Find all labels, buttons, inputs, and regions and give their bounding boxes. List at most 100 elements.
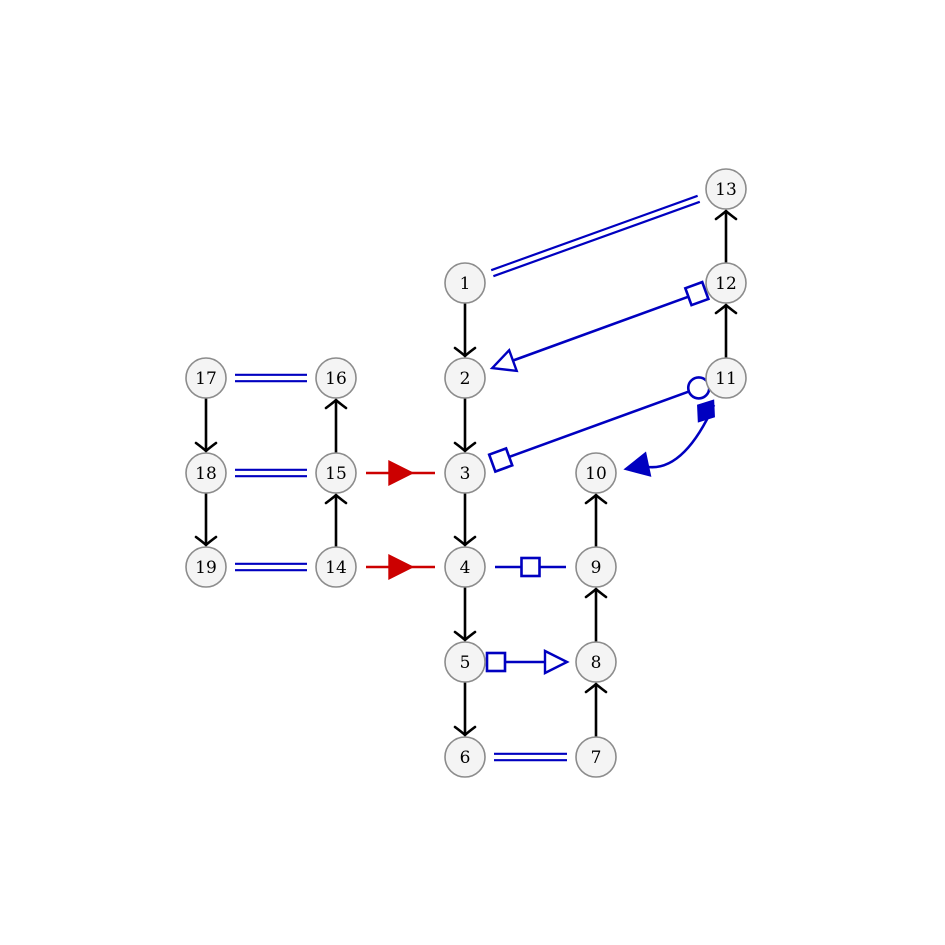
- node-1: 1: [444, 262, 486, 304]
- filled-diamond-tail: [697, 399, 715, 423]
- edge-15-16: [324, 398, 348, 453]
- filled-triangle-head: [623, 451, 652, 477]
- edge-11-3: [487, 376, 711, 474]
- edge-12-13: [714, 209, 738, 263]
- edge-8-9: [584, 587, 608, 642]
- square-head: [487, 446, 514, 474]
- node-label: 13: [715, 180, 737, 200]
- edges-layer: [194, 194, 738, 762]
- node-2: 2: [444, 357, 486, 399]
- node-circle: [185, 452, 227, 494]
- node-label: 8: [591, 653, 602, 673]
- node-label: 14: [325, 558, 347, 578]
- arrowhead-chevron: [324, 398, 348, 410]
- edge-5-6: [453, 682, 477, 737]
- node-11: 11: [705, 357, 747, 399]
- node-label: 4: [460, 558, 471, 578]
- node-label: 12: [715, 274, 737, 294]
- node-12: 12: [705, 262, 747, 304]
- node-circle: [444, 452, 486, 494]
- node-label: 7: [591, 748, 602, 768]
- arrowhead-chevron: [714, 209, 738, 221]
- node-circle: [705, 168, 747, 210]
- node-circle: [705, 262, 747, 304]
- node-15: 15: [315, 452, 357, 494]
- edge-12-2: [489, 280, 711, 373]
- node-label: 11: [715, 369, 737, 389]
- node-circle: [575, 546, 617, 588]
- node-19: 19: [185, 546, 227, 588]
- node-circle: [444, 357, 486, 399]
- node-label: 15: [325, 464, 347, 484]
- node-circle: [444, 262, 486, 304]
- node-circle: [705, 357, 747, 399]
- double-line-stroke: [490, 194, 699, 272]
- node-10: 10: [575, 452, 617, 494]
- edge-18-19: [194, 493, 218, 547]
- node-9: 9: [575, 546, 617, 588]
- node-label: 16: [325, 369, 347, 389]
- node-label: 6: [460, 748, 471, 768]
- edge-9-10: [584, 493, 608, 547]
- node-7: 7: [575, 736, 617, 778]
- edge-15-3: [366, 460, 435, 486]
- node-label: 2: [460, 369, 471, 389]
- red-filled-triangle-head: [388, 460, 415, 486]
- arrowhead-chevron: [584, 682, 608, 694]
- node-4: 4: [444, 546, 486, 588]
- node-label: 9: [591, 558, 602, 578]
- node-circle: [575, 452, 617, 494]
- arrowhead-chevron: [584, 587, 608, 599]
- edge-18-15: [235, 468, 307, 478]
- arrowhead-chevron: [453, 630, 477, 642]
- edge-1-2: [453, 303, 477, 358]
- edge-3-4: [453, 493, 477, 547]
- open-triangle-head: [543, 649, 570, 675]
- edge-line: [510, 295, 689, 363]
- arrowhead-chevron: [194, 441, 218, 453]
- arrowhead-chevron: [324, 493, 348, 505]
- node-circle: [315, 452, 357, 494]
- edge-line: [508, 390, 689, 459]
- arrowhead-chevron: [714, 303, 738, 315]
- node-6: 6: [444, 736, 486, 778]
- node-18: 18: [185, 452, 227, 494]
- open-triangle-head: [489, 347, 519, 373]
- node-circle: [575, 736, 617, 778]
- edge-4-9: [495, 556, 566, 578]
- node-label: 10: [585, 464, 607, 484]
- square-middle-marker: [520, 556, 541, 578]
- edge-7-8: [584, 682, 608, 737]
- node-circle: [444, 641, 486, 683]
- node-label: 17: [195, 369, 217, 389]
- edge-17-18: [194, 398, 218, 453]
- node-circle: [315, 357, 357, 399]
- node-circle: [444, 736, 486, 778]
- square-tail: [683, 280, 711, 307]
- edge-4-5: [453, 587, 477, 642]
- square-tail: [485, 651, 507, 673]
- edge-2-3: [453, 398, 477, 453]
- arrowhead-chevron: [194, 535, 218, 547]
- arrowhead-chevron: [584, 493, 608, 505]
- arrowhead-chevron: [453, 346, 477, 358]
- edge-1-13: [490, 194, 701, 278]
- node-16: 16: [315, 357, 357, 399]
- edge-14-15: [324, 493, 348, 547]
- node-label: 19: [195, 558, 217, 578]
- node-13: 13: [705, 168, 747, 210]
- arrowhead-chevron: [453, 725, 477, 737]
- double-line-stroke: [492, 200, 701, 278]
- edge-19-14: [235, 562, 307, 572]
- node-label: 3: [460, 464, 471, 484]
- node-circle: [444, 546, 486, 588]
- edge-17-16: [235, 373, 307, 383]
- node-8: 8: [575, 641, 617, 683]
- edge-14-4: [366, 554, 435, 580]
- edge-11-12: [714, 303, 738, 358]
- node-label: 5: [460, 653, 471, 673]
- node-circle: [185, 546, 227, 588]
- node-circle: [185, 357, 227, 399]
